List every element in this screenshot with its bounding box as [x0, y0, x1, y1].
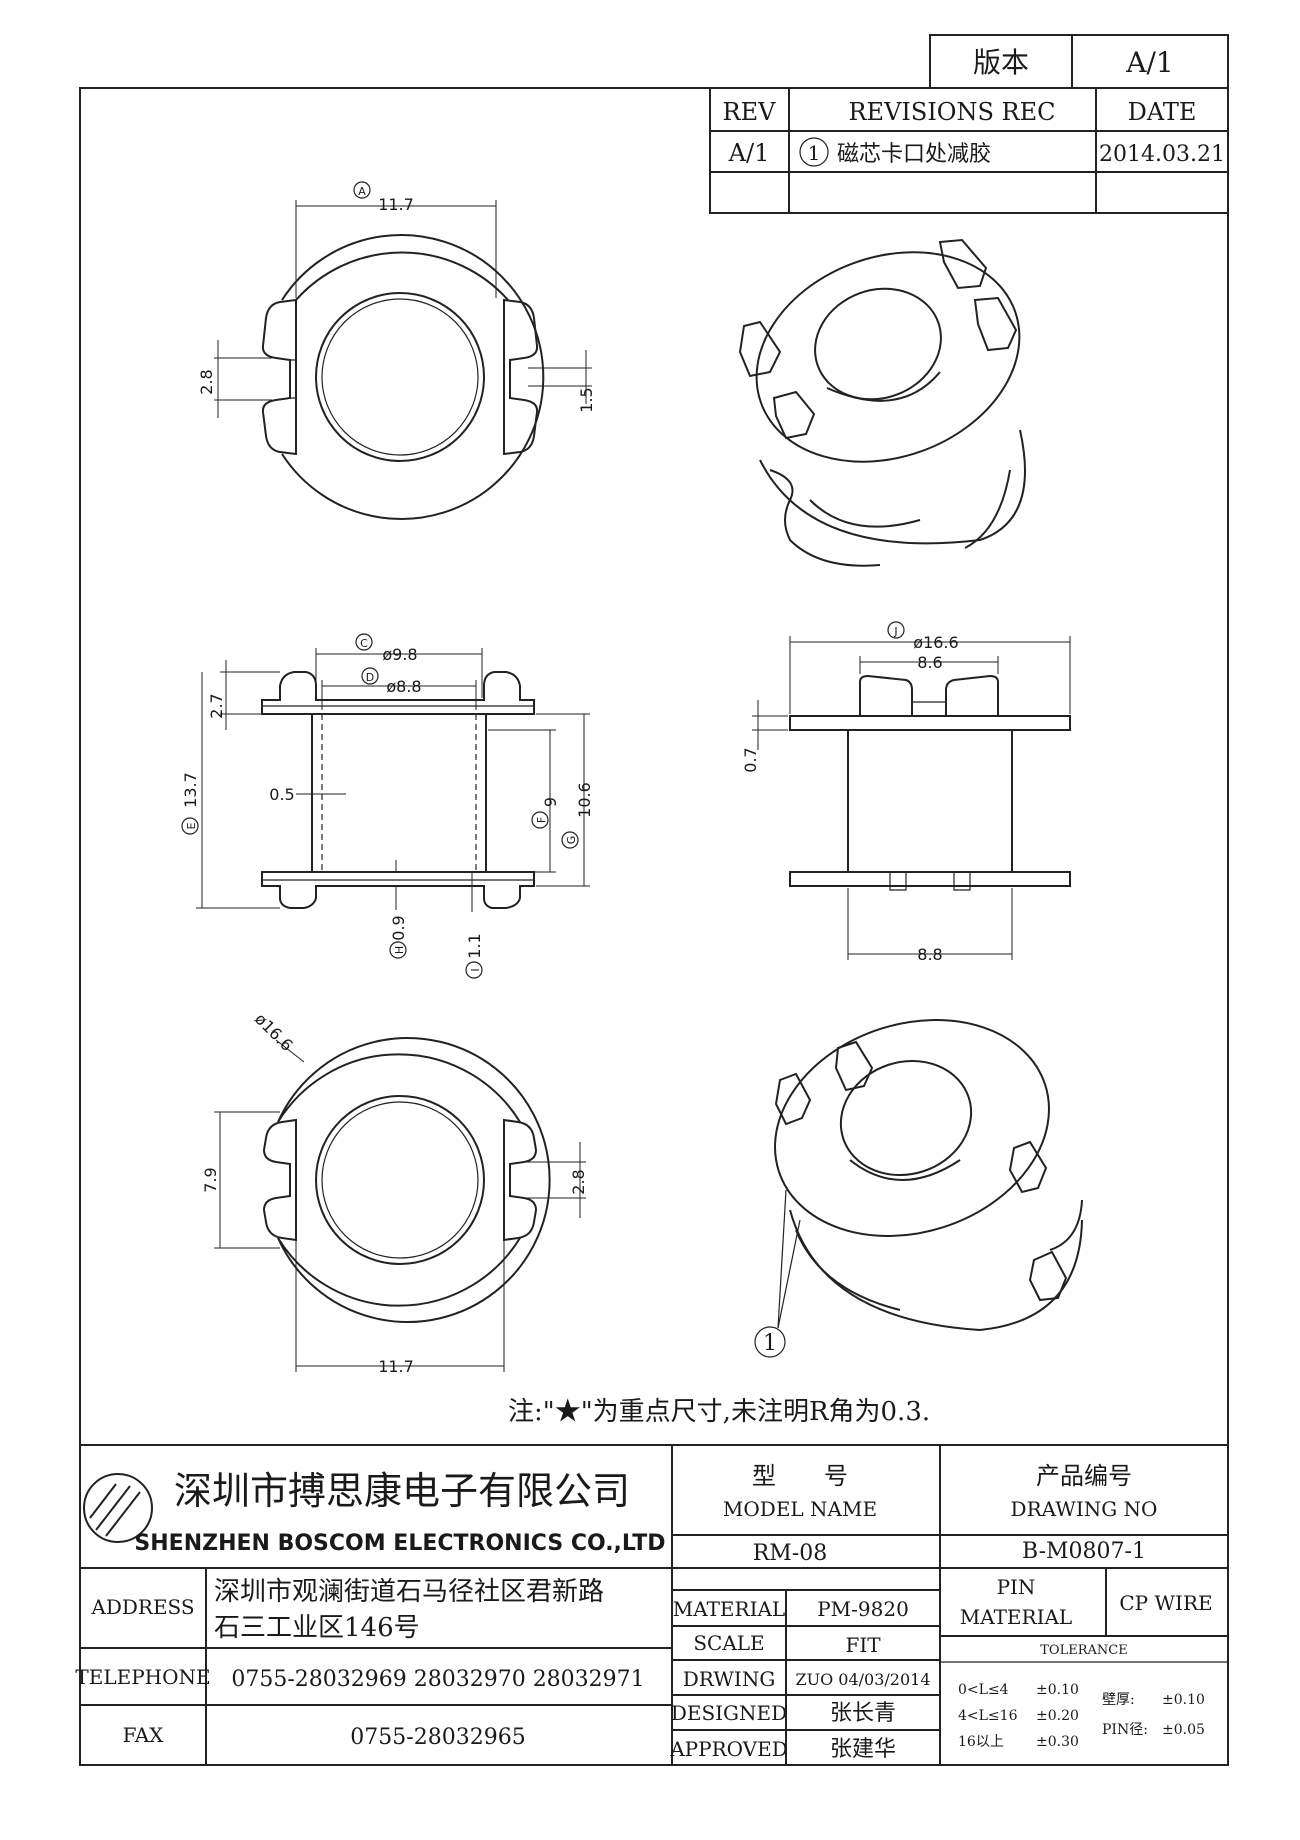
pin-dia-tol-value: ±0.05	[1162, 1722, 1205, 1738]
slot-2.8-label: 2.8	[197, 369, 216, 394]
wall-tol-value: ±0.10	[1162, 1692, 1205, 1708]
drawing-no-label-cn: 产品编号	[1036, 1462, 1132, 1490]
side-view: C ø9.8 D ø8.8 2.7 13.7 E 0.5 9 F 10.6 G	[181, 633, 594, 979]
approved-label: APPROVED	[669, 1737, 788, 1761]
tag-c: C	[360, 637, 368, 650]
isometric-view-top	[738, 238, 1026, 567]
title-block: 深圳市搏思康电子有限公司 SHENZHEN BOSCOM ELECTRONICS…	[75, 1444, 1228, 1765]
fax-value: 0755-28032965	[350, 1725, 525, 1750]
isometric-view-bottom: 1	[754, 1019, 1083, 1358]
front-view: J ø16.6 8.6 0.7 8.8	[741, 621, 1071, 964]
slot-2.8-bottom-label: 2.8	[569, 1169, 588, 1194]
tag-e: E	[185, 822, 198, 829]
sheet-border	[79, 87, 1229, 1766]
telephone-value: 0755-28032969 28032970 28032971	[231, 1667, 644, 1692]
rev-cell: A/1	[728, 139, 770, 167]
designed-value: 张长青	[830, 1701, 896, 1726]
tag-i: I	[469, 968, 482, 971]
dia-16.6-bottom-label: ø16.6	[251, 1009, 297, 1055]
width-11.7-label: 11.7	[378, 195, 414, 214]
top-view: A 11.7 2.8 1.5	[197, 181, 596, 520]
drawing-row-label: DRWING	[683, 1667, 776, 1691]
tag-d: D	[366, 671, 374, 684]
callout-1-circle	[754, 1326, 786, 1358]
revision-mark: 1	[808, 141, 821, 165]
dia-16.6-label: ø16.6	[913, 633, 958, 652]
tag-j: J	[893, 625, 897, 638]
company-logo-icon	[83, 1473, 153, 1543]
address-line-2: 石三工业区146号	[214, 1613, 420, 1643]
tol-range-2: 4<L≤16	[958, 1708, 1018, 1724]
tol-value-1: ±0.10	[1036, 1682, 1079, 1698]
designed-label: DESIGNED	[671, 1701, 787, 1725]
flange-1.1-label: 1.1	[465, 933, 484, 958]
company-name-cn: 深圳市搏思康电子有限公司	[174, 1469, 630, 1513]
date-header: DATE	[1128, 98, 1197, 126]
height-9-label: 9	[541, 797, 560, 807]
scale-value: FIT	[845, 1633, 881, 1657]
slot-1.5-label: 1.5	[577, 387, 596, 412]
telephone-label: TELEPHONE	[75, 1665, 210, 1689]
address-label: ADDRESS	[90, 1595, 194, 1619]
drawing-row-value: ZUO 04/03/2014	[795, 1670, 930, 1689]
scale-label: SCALE	[693, 1631, 764, 1655]
rec-header: REVISIONS REC	[848, 98, 1055, 126]
gap-0.7-label: 0.7	[741, 747, 760, 772]
version-label: 版本	[973, 46, 1029, 79]
dia-8.8-label: ø8.8	[386, 677, 421, 696]
tag-f: F	[535, 817, 548, 823]
height-10.6-label: 10.6	[575, 782, 594, 818]
drawing-no-value: B-M0807-1	[1022, 1539, 1146, 1564]
slot-8.6-label: 8.6	[917, 653, 942, 672]
model-label-en: MODEL NAME	[723, 1497, 877, 1521]
bottom-view: 11.7 7.9 2.8 ø16.6	[201, 1009, 588, 1376]
version-box: 版本 A/1	[929, 34, 1229, 89]
flange-0.9-label: 0.9	[389, 915, 408, 940]
address-line-1: 深圳市观澜街道石马径社区君新路	[214, 1577, 604, 1607]
slot-7.9-label: 7.9	[201, 1167, 220, 1192]
drawing-note: 注:"★"为重点尺寸,未注明R角为0.3.	[508, 1397, 930, 1427]
material-value: PM-9820	[817, 1597, 909, 1621]
pin-material-value: CP WIRE	[1119, 1591, 1212, 1615]
pin-material-label-2: MATERIAL	[960, 1605, 1072, 1629]
dia-9.8-label: ø9.8	[382, 645, 417, 664]
drawing-no-label-en: DRAWING NO	[1011, 1497, 1158, 1521]
base-8.8-label: 8.8	[917, 945, 942, 964]
dimension-tag-a	[353, 181, 371, 199]
tol-range-3: 16以上	[958, 1734, 1004, 1750]
height-2.7-label: 2.7	[207, 693, 226, 718]
revision-mark-circle	[799, 137, 829, 167]
height-13.7-label: 13.7	[181, 772, 200, 808]
tol-value-2: ±0.20	[1036, 1708, 1079, 1724]
model-label-cn: 型 号	[752, 1462, 848, 1490]
tolerance-label: TOLERANCE	[1040, 1643, 1127, 1658]
date-cell: 2014.03.21	[1099, 142, 1225, 167]
wall-tol-label: 壁厚:	[1102, 1692, 1135, 1708]
fax-label: FAX	[123, 1723, 165, 1747]
callout-1: 1	[763, 1331, 777, 1356]
tag-h: H	[393, 946, 406, 954]
tol-range-1: 0<L≤4	[958, 1682, 1009, 1698]
pin-dia-tol-label: PIN径:	[1102, 1722, 1148, 1738]
pin-material-label-1: PIN	[997, 1575, 1036, 1599]
tag-g: G	[565, 836, 578, 845]
model-value: RM-08	[753, 1541, 828, 1566]
revisions-table: REV REVISIONS REC DATE A/1 1 磁芯卡口处减胶 201…	[709, 87, 1229, 214]
wall-0.5-label: 0.5	[269, 785, 294, 804]
approved-value: 张建华	[830, 1737, 896, 1762]
rec-cell: 磁芯卡口处减胶	[837, 142, 991, 167]
tag-a: A	[358, 185, 366, 198]
version-value: A/1	[1125, 46, 1173, 79]
tol-value-3: ±0.30	[1036, 1734, 1079, 1750]
material-label: MATERIAL	[673, 1597, 785, 1621]
width-11.7-bottom-label: 11.7	[378, 1357, 414, 1376]
rev-header: REV	[723, 98, 777, 126]
company-name-en: SHENZHEN BOSCOM ELECTRONICS CO.,LTD	[134, 1531, 665, 1556]
